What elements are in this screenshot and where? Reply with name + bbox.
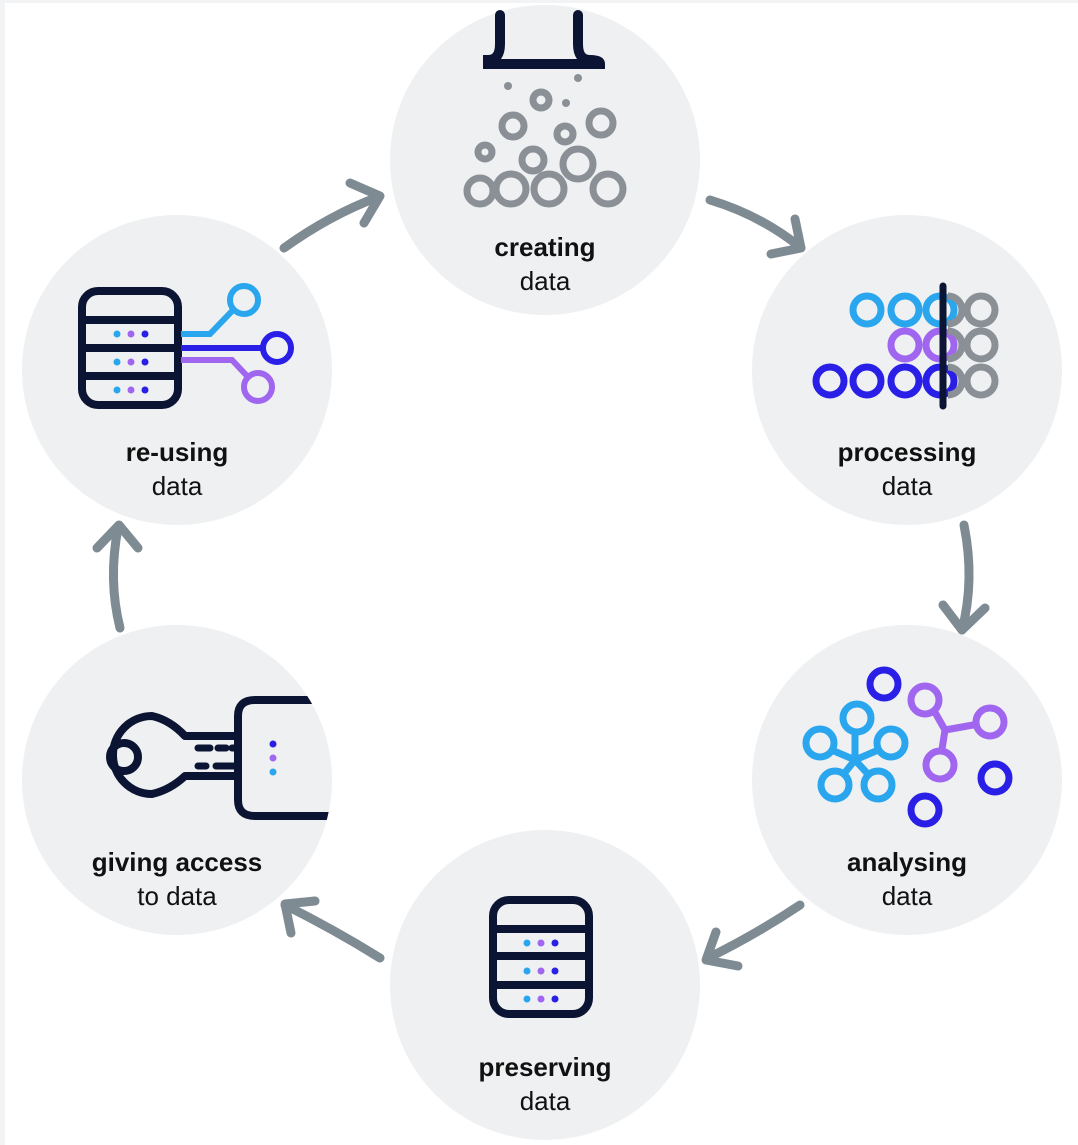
svg-text:creating: creating xyxy=(494,232,595,262)
stage-title-reusing: re-using xyxy=(126,437,229,467)
bubbles-funnel-icon xyxy=(463,10,627,208)
key-lock-icon xyxy=(106,696,330,820)
stage-subtitle-analysing: data xyxy=(882,881,933,911)
cycle-arrows xyxy=(92,178,990,971)
stage-processing: processing data xyxy=(752,215,1062,525)
network-nodes-icon xyxy=(802,666,1013,828)
svg-text:re-using: re-using xyxy=(126,437,229,467)
database-server-icon xyxy=(489,896,593,1018)
arrow-reusing-to-creating xyxy=(279,178,385,253)
arrow-processing-to-analysing xyxy=(938,520,990,635)
svg-text:to data: to data xyxy=(137,881,217,911)
stage-title-creating: creating xyxy=(494,232,595,262)
svg-text:data: data xyxy=(882,881,933,911)
svg-text:analysing: analysing xyxy=(847,847,967,877)
svg-text:data: data xyxy=(520,266,571,296)
arrow-preserving-to-giving-access xyxy=(280,896,385,963)
stage-title-preserving: preserving xyxy=(479,1052,612,1082)
stage-subtitle-processing: data xyxy=(882,471,933,501)
stage-title-processing: processing xyxy=(838,437,977,467)
svg-text:data: data xyxy=(882,471,933,501)
svg-text:processing: processing xyxy=(838,437,977,467)
svg-text:data: data xyxy=(152,471,203,501)
stage-analysing: analysing data xyxy=(752,625,1062,935)
stage-giving-access: giving access to data xyxy=(22,625,332,935)
svg-text:data: data xyxy=(520,1086,571,1116)
stage-creating: creating data xyxy=(390,5,700,315)
stage-subtitle-creating: data xyxy=(520,266,571,296)
stage-title-giving-access: giving access xyxy=(92,847,263,877)
stage-subtitle-giving-access: to data xyxy=(137,881,217,911)
stage-subtitle-preserving: data xyxy=(520,1086,571,1116)
stage-circle xyxy=(752,625,1062,935)
stage-title-analysing: analysing xyxy=(847,847,967,877)
arrow-creating-to-processing xyxy=(705,195,806,259)
database-branches-icon xyxy=(78,283,294,409)
stage-preserving: preserving data xyxy=(390,830,700,1140)
svg-text:preserving: preserving xyxy=(479,1052,612,1082)
stage-subtitle-reusing: data xyxy=(152,471,203,501)
arrow-giving-access-to-reusing xyxy=(92,520,143,633)
arrow-analysing-to-preserving xyxy=(701,900,805,971)
svg-text:giving access: giving access xyxy=(92,847,263,877)
stage-reusing: re-using data xyxy=(22,215,332,525)
circles-grid-divider-icon xyxy=(812,282,999,410)
